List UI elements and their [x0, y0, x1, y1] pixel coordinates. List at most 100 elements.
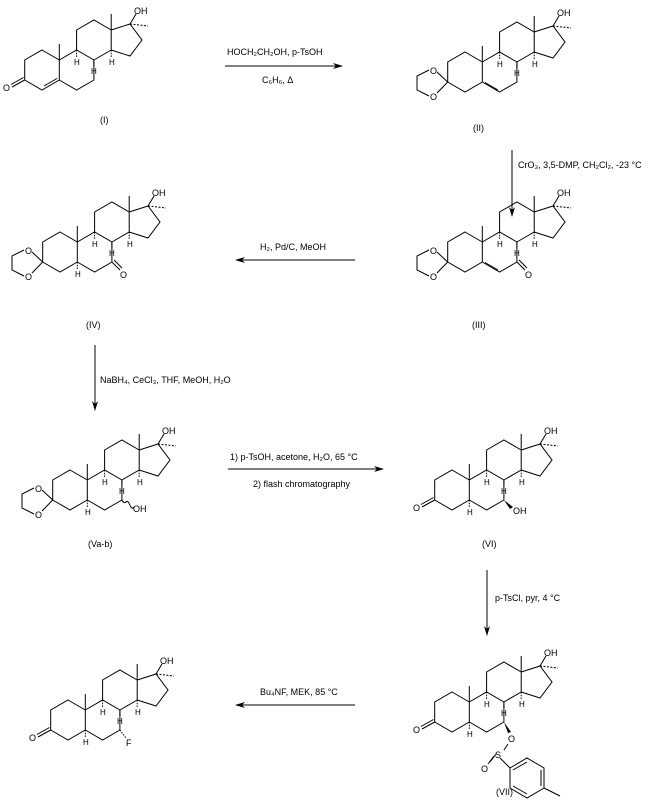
wedge-bond	[503, 500, 513, 509]
atom-o: O	[29, 733, 36, 743]
atom-oh: OH	[160, 656, 174, 666]
atom-h: H	[484, 478, 490, 487]
atom-h: H	[497, 240, 503, 249]
atom-o: O	[481, 764, 488, 774]
reagent-step1-top: HOCH₂CH₂OH, p-TsOH	[227, 47, 323, 57]
tolyl-ring	[509, 757, 561, 799]
atom-f: F	[126, 738, 132, 748]
ketone-bond	[111, 259, 123, 271]
steroid-skeleton	[447, 195, 572, 273]
atom-o: O	[25, 246, 32, 256]
atom-h: H	[85, 508, 91, 517]
ketone-bond	[420, 719, 436, 730]
atom-h: H	[109, 58, 115, 67]
atom-h: H	[514, 249, 520, 258]
atom-oh: OH	[133, 504, 147, 514]
compound-VI: OH O OH H H H H	[413, 426, 559, 517]
atom-oh: OH	[557, 188, 571, 198]
reagent-step6: p-TsCl, pyr, 4 °C	[495, 593, 561, 603]
reagent-step7: Bu₄NF, MEK, 85 °C	[260, 687, 338, 697]
double-bond	[43, 78, 58, 87]
atom-h: H	[74, 58, 80, 67]
ketone-bond	[36, 727, 52, 738]
atom-oh: OH	[162, 426, 176, 436]
steroid-skeleton	[434, 655, 559, 733]
compound-label-III: (III)	[472, 320, 486, 330]
compound-label-VII: (VII)	[496, 787, 513, 797]
atom-s: S	[495, 750, 501, 760]
atom-oh: OH	[152, 188, 166, 198]
compound-III: O O O OH H H H	[416, 188, 572, 282]
steroid-skeleton	[42, 195, 167, 273]
sulfonyl-bonds	[487, 743, 511, 769]
reagent-step4: NaBH₄, CeCl₃, THF, MeOH, H₂O	[100, 375, 231, 385]
atom-h: H	[135, 708, 141, 717]
reagent-step5-bottom: 2) flash chromatography	[253, 479, 351, 489]
reagent-step3: H₂, Pd/C, MeOH	[260, 242, 326, 252]
atom-h: H	[514, 69, 520, 78]
compound-label-VI: (VI)	[482, 539, 497, 549]
compound-IV: O O O OH H H H H	[11, 188, 167, 282]
compound-label-IV: (IV)	[86, 320, 101, 330]
atom-oh: OH	[557, 8, 571, 18]
compound-label-II: (II)	[473, 123, 484, 133]
atom-o: O	[430, 272, 437, 282]
atom-h: H	[497, 60, 503, 69]
atom-h: H	[127, 240, 133, 249]
atom-h: H	[102, 478, 108, 487]
double-bond	[484, 262, 499, 271]
atom-o: O	[25, 272, 32, 282]
atom-oh: OH	[134, 6, 148, 16]
ketone-bond	[420, 497, 436, 508]
atom-oh: OH	[513, 506, 527, 516]
double-bond	[484, 82, 499, 91]
atom-o: O	[430, 66, 437, 76]
wavy-bond	[121, 499, 135, 509]
steroid-skeleton	[50, 663, 175, 741]
atom-h: H	[519, 700, 525, 709]
atom-h: H	[109, 249, 115, 258]
ketone-bond	[10, 77, 26, 88]
atom-o: O	[413, 725, 420, 735]
atom-h: H	[501, 487, 507, 496]
steroid-skeleton	[24, 13, 149, 91]
compound-I: O OH H H H	[3, 6, 149, 93]
atom-o: O	[430, 92, 437, 102]
atom-h: H	[501, 709, 507, 718]
atom-h: H	[83, 738, 89, 747]
atom-h: H	[75, 270, 81, 279]
ketone-bond	[516, 259, 528, 271]
compound-label-I: (I)	[100, 115, 109, 125]
compound-VIII: F O OH H H H H	[29, 656, 175, 748]
steroid-skeleton	[434, 433, 559, 511]
reagent-step1-bottom: C₆H₆, Δ	[262, 75, 293, 85]
atom-h: H	[117, 717, 123, 726]
atom-h: H	[92, 240, 98, 249]
compound-Va-b: OH O O OH H H H H	[21, 426, 177, 520]
atom-o: O	[430, 246, 437, 256]
compound-label-Va-b: (Va-b)	[88, 539, 112, 549]
atom-h: H	[532, 240, 538, 249]
atom-h: H	[100, 708, 106, 717]
hashed-bond	[119, 729, 127, 739]
atom-o: O	[413, 503, 420, 513]
wedge-bond	[503, 722, 511, 733]
reagent-step5-top: 1) p-TsOH, acetone, H₂O, 65 °C	[230, 452, 358, 462]
compound-VII: O S O O OH H H H H	[413, 648, 561, 799]
atom-h: H	[467, 508, 473, 517]
atom-h: H	[467, 730, 473, 739]
atom-h: H	[119, 487, 125, 496]
compound-II: O O OH H H H	[416, 8, 572, 102]
atom-o: O	[35, 510, 42, 520]
atom-o: O	[3, 83, 10, 93]
atom-o: O	[35, 484, 42, 494]
steroid-skeleton	[447, 15, 572, 93]
atom-h: H	[519, 478, 525, 487]
atom-oh: OH	[544, 426, 558, 436]
atom-h: H	[484, 700, 490, 709]
atom-h: H	[532, 60, 538, 69]
reagent-step2: CrO₃, 3,5-DMP, CH₂Cl₂, -23 °C	[518, 160, 642, 170]
atom-o: O	[120, 270, 127, 280]
atom-oh: OH	[544, 648, 558, 658]
